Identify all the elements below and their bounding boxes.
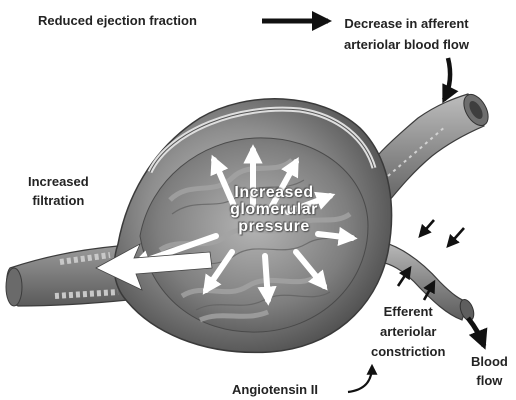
increased-filtration-label: Increased filtration: [28, 172, 89, 210]
increased-filtration-line1: Increased: [28, 172, 89, 191]
efferent-constriction-label: Efferent arteriolar constriction: [371, 302, 445, 362]
blood-flow-arrow: [468, 318, 484, 346]
blood-flow-line1: Blood: [471, 352, 508, 371]
blood-flow-label: Blood flow: [471, 352, 508, 390]
decrease-afferent-line1: Decrease in afferent: [344, 13, 469, 34]
angiotensin-label: Angiotensin II: [232, 382, 318, 398]
efferent-line1: Efferent: [371, 302, 445, 322]
proximal-tubule: [6, 246, 128, 306]
efferent-line2: arteriolar: [371, 322, 445, 342]
glomerular-line1: Increased: [204, 184, 344, 201]
reduced-ejection-fraction-label: Reduced ejection fraction: [38, 13, 197, 29]
angiotensin-arrow: [348, 366, 372, 392]
efferent-line3: constriction: [371, 342, 445, 362]
glomerular-pressure-label: Increased glomerular pressure: [204, 184, 344, 235]
blood-flow-line2: flow: [471, 371, 508, 390]
decrease-afferent-line2: arteriolar blood flow: [344, 34, 469, 55]
glomerular-line3: pressure: [204, 218, 344, 235]
arrow-to-afferent: [444, 58, 450, 100]
decrease-afferent-flow-label: Decrease in afferent arteriolar blood fl…: [344, 13, 469, 55]
increased-filtration-line2: filtration: [28, 191, 89, 210]
glomerular-line2: glomerular: [204, 201, 344, 218]
